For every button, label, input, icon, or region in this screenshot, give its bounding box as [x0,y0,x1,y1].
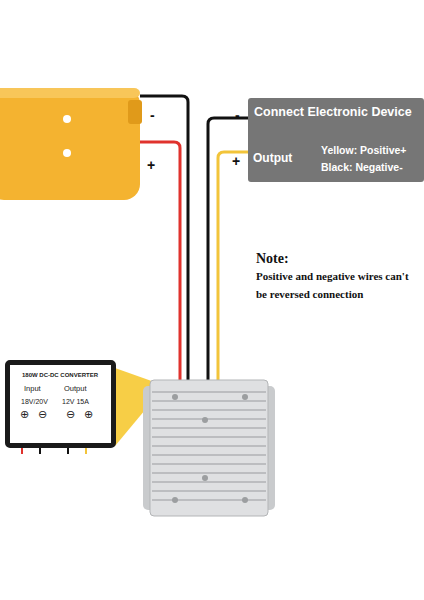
node-text: ⊖ [38,408,47,420]
output-positive-wire [218,152,248,382]
node-text: 180W DC-DC CONVERTER [22,372,98,379]
note-text: Note: [256,248,289,270]
node-text: 12V 15A [62,398,89,406]
dc-dc-converter [143,380,275,516]
polarity-sign: - [235,104,240,126]
node-text: ⊕ [20,408,29,420]
node-text: Output [253,152,292,165]
node-text: ⊕ [84,408,93,420]
note-text: Positive and negative wires can't be rev… [256,268,416,303]
input-negative-wire [140,96,188,382]
output-negative-wire [208,118,248,382]
input-positive-wire [140,142,180,382]
polarity-sign: + [147,154,155,176]
node-text: Output [64,385,87,393]
node-text: 18V/20V [21,398,48,406]
node-text: Black: Negative- [321,162,403,174]
node-text: Connect Electronic Device [254,106,412,120]
output-device-box: Connect Electronic DeviceOutput Yellow: P… [248,98,424,182]
converter-label-callout: 180W DC-DC CONVERTER Input Output 18V/20V 12… [5,360,116,448]
node-text: Yellow: Positive+ [321,145,407,157]
polarity-sign: - [150,104,155,126]
node-text: ⊖ [66,408,75,420]
battery-adapter [0,88,142,200]
polarity-sign: + [232,150,240,172]
node-text: Input [24,385,41,393]
